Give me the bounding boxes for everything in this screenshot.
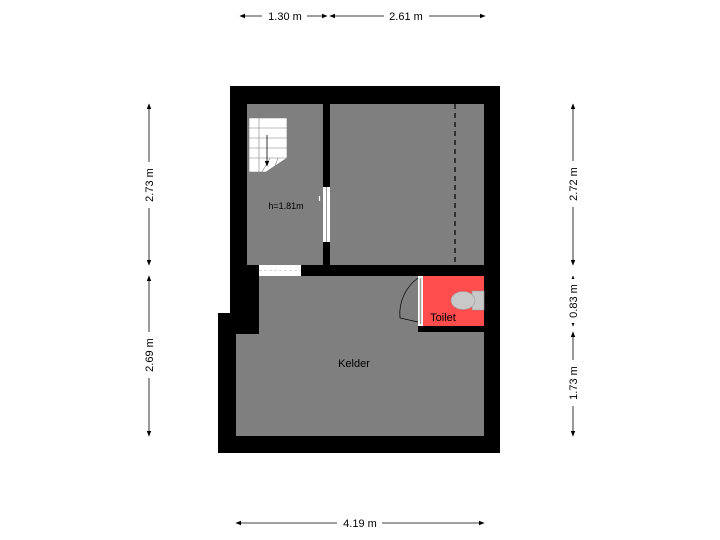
dim-bottom: 4.19 m — [343, 518, 377, 530]
dim-left-upper: 2.73 m — [144, 168, 156, 202]
dimension-bottom: 4.19 m — [235, 515, 485, 531]
dim-left-lower: 2.69 m — [144, 338, 156, 372]
toilet-label: Toilet — [430, 312, 456, 324]
dim-top-left: 1.30 m — [268, 11, 302, 23]
dim-right-upper: 2.72 m — [568, 167, 580, 201]
upper-right-room-floor — [330, 104, 484, 265]
kelder-label: Kelder — [338, 358, 370, 370]
dim-right-lower: 1.73 m — [568, 366, 580, 400]
floors — [236, 104, 484, 436]
dimension-right: 2.72 m 0.83 m 1.73 m — [564, 103, 582, 437]
stair-room-height-label: h=1.81m — [268, 201, 303, 211]
dimension-left: 2.73 m 2.69 m — [140, 103, 158, 437]
dim-top-right: 2.61 m — [389, 11, 423, 23]
stairs — [248, 117, 288, 173]
toilet-fixture-icon — [450, 290, 485, 311]
kelder-floor — [236, 276, 484, 436]
toilet-door-swing — [399, 277, 419, 323]
openings — [259, 187, 423, 326]
dimension-top: 1.30 m 2.61 m — [239, 8, 486, 24]
dim-right-middle: 0.83 m — [568, 284, 580, 318]
